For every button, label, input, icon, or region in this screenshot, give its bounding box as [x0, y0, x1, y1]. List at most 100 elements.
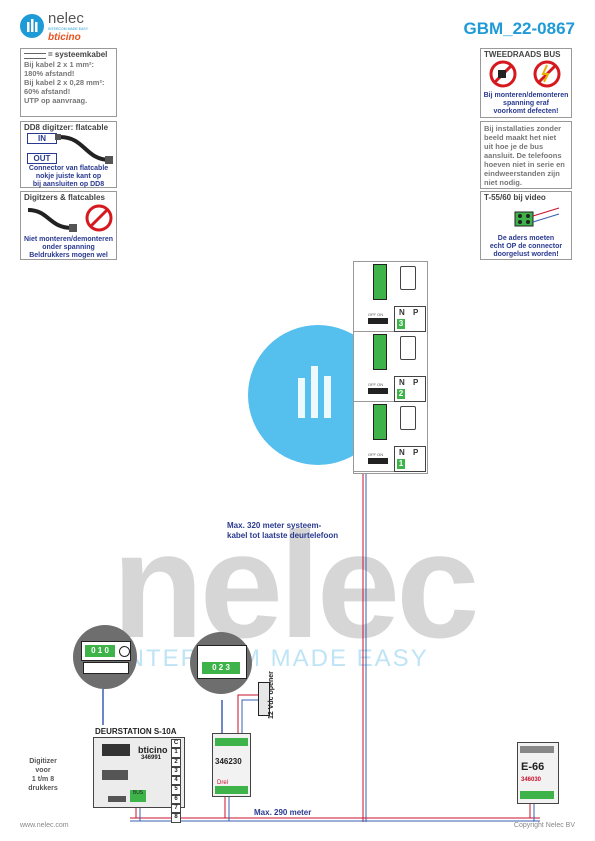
- footer-left[interactable]: www.nelec.com: [20, 822, 69, 829]
- brand-name: nelec: [48, 10, 84, 27]
- flatcable-noplug-icon: [27, 204, 113, 232]
- doorstation-terminal: 3: [171, 766, 181, 777]
- max-system-line: Max. 320 meter systeem-: [227, 521, 322, 530]
- note-install: Bij installaties zonder beeld maakt het …: [480, 121, 572, 189]
- doorstation-brand: bticino: [138, 745, 168, 755]
- psu-top-terminals: [520, 746, 554, 753]
- digitizer-line: drukkers: [28, 785, 58, 792]
- no-plug-icons: [489, 60, 561, 88]
- phone-p-label: P: [413, 378, 419, 387]
- doorstation-speaker: [102, 744, 130, 756]
- flatcable-icon: [55, 134, 113, 164]
- phone-terminal: [373, 404, 387, 440]
- module-346230: 346230 Drel: [212, 733, 251, 797]
- max-system-label: Max. 320 meter systeem- kabel tot laatst…: [227, 521, 338, 541]
- brand-sub: bticino: [48, 32, 81, 43]
- cable-line: Bij kabel 2 x 1 mm²:: [24, 60, 95, 69]
- doorstation-bus-label: BUS: [130, 790, 146, 802]
- digitizers-caption-line: Beldrukkers mogen wel: [29, 252, 108, 259]
- digitizers-caption-line: onder spanning: [42, 244, 95, 251]
- video-caption: De aders moeten echt OP de connector doo…: [481, 235, 571, 259]
- dd8-caption-line: Connector van flatcable: [28, 165, 109, 172]
- doorstation-connector: [108, 796, 126, 802]
- install-line: uit hoe je de bus: [484, 142, 544, 151]
- dd8-caption: Connector van flatcable nokje juiste kan…: [21, 165, 116, 189]
- phone-stack: [353, 261, 428, 474]
- video-caption-line: De aders moeten: [497, 235, 555, 242]
- zoom1-knob-icon: [119, 646, 130, 657]
- dd8-caption-line: nokje juiste kant op: [35, 173, 102, 180]
- zoom-module-panel: 0 2 3: [197, 645, 247, 679]
- video-caption-line: echt OP de connector: [489, 243, 563, 250]
- doorstation-terminal: 8: [171, 813, 181, 823]
- brand-tagline: INTERCOM MADE EASY: [48, 27, 89, 31]
- cable-lines: Bij kabel 2 x 1 mm²: 180% afstand! Bij k…: [24, 60, 104, 105]
- phone-number: 1: [397, 459, 405, 469]
- phone-n-label: N: [399, 448, 405, 457]
- phone-handset-icon: [400, 266, 416, 290]
- cable-line: UTP op aanvraag.: [24, 96, 88, 105]
- tweedraads-caption-line: Bij monteren/demonteren: [483, 92, 569, 99]
- doorstation-code: 346991: [141, 755, 162, 761]
- digitizer-line: 1 t/m 8: [31, 776, 55, 783]
- doc-id: GBM_22-0867: [463, 19, 575, 38]
- phone-dip-switch[interactable]: [368, 458, 388, 464]
- cable-line: 60% afstand!: [24, 87, 71, 96]
- module-label: Drel: [217, 780, 229, 786]
- phone-switch-label: OFF ON: [368, 382, 384, 387]
- doorstation-terminal: 6: [171, 794, 181, 805]
- phone-terminal: [373, 334, 387, 370]
- dd8-caption-line: bij aansluiten op DD8: [32, 181, 105, 188]
- video-caption-line: doorgelust worden!: [493, 251, 559, 258]
- digitizers-caption-line: Niet monteren/demonteren: [23, 236, 114, 243]
- phone-dip-switch[interactable]: [368, 318, 388, 324]
- cable-line: Bij kabel 2 x 0,28 mm²:: [24, 78, 105, 87]
- zoom-doorstation-detail: [83, 662, 129, 674]
- phone-p-label: P: [413, 308, 419, 317]
- install-line: hoeven niet in serie en: [484, 160, 565, 169]
- zoom-doorstation-panel: 0 1 0: [81, 641, 131, 661]
- doorstation-switches: [102, 770, 128, 780]
- phone-number: 2: [397, 389, 405, 399]
- phone-number: 3: [397, 319, 405, 329]
- video-title: T-55/60 bij video: [484, 193, 546, 202]
- doorstation-terminal: 1: [171, 748, 181, 758]
- note-dd8: DD8 digitzer: flatcable IN OUT Connector…: [20, 121, 117, 188]
- phone-terminal: [373, 264, 387, 300]
- digitizer-line: voor: [35, 767, 51, 774]
- phone-switch-label: OFF ON: [368, 452, 384, 457]
- footer-right: Copyright Nelec BV: [513, 822, 575, 829]
- max-290-label: Max. 290 meter: [254, 808, 312, 817]
- phone-dip-switch[interactable]: [368, 388, 388, 394]
- module-bottom-terminals: [215, 786, 248, 794]
- module-top-terminals: [215, 738, 248, 746]
- cable-symbol: [24, 53, 46, 59]
- doorstation-terminal: C: [171, 739, 181, 749]
- dd8-title: DD8 digitzer: flatcable: [24, 123, 109, 132]
- doorstation-title: DEURSTATION S-10A: [95, 727, 177, 736]
- doorstation: bticino 346991 BUS: [93, 737, 185, 808]
- digitizers-title: Digitzers & flatcables: [24, 193, 105, 202]
- phone-switch-label: OFF ON: [368, 312, 384, 317]
- install-line: niet nodig.: [484, 178, 522, 187]
- cable-line: 180% afstand!: [24, 69, 75, 78]
- opener-label: 12 Vdc opener: [268, 671, 275, 719]
- psu-bottom-terminals: [520, 791, 554, 799]
- nelec-logo-icon: [20, 14, 44, 38]
- tweedraads-caption-line: spanning eraf: [503, 100, 549, 107]
- note-cable: = systeemkabel Bij kabel 2 x 1 mm²: 180%…: [20, 48, 117, 117]
- connector-icon: [514, 207, 560, 227]
- doorstation-terminal: 5: [171, 785, 181, 795]
- note-video: T-55/60 bij video De aders moeten echt O…: [480, 191, 572, 260]
- doorstation-terminal: 7: [171, 804, 181, 814]
- door-opener: [258, 682, 270, 716]
- zoom2-display: 0 2 3: [202, 662, 240, 674]
- psu-name: E-66: [521, 761, 545, 773]
- max-system-line: kabel tot laatste deurtelefoon: [227, 531, 339, 540]
